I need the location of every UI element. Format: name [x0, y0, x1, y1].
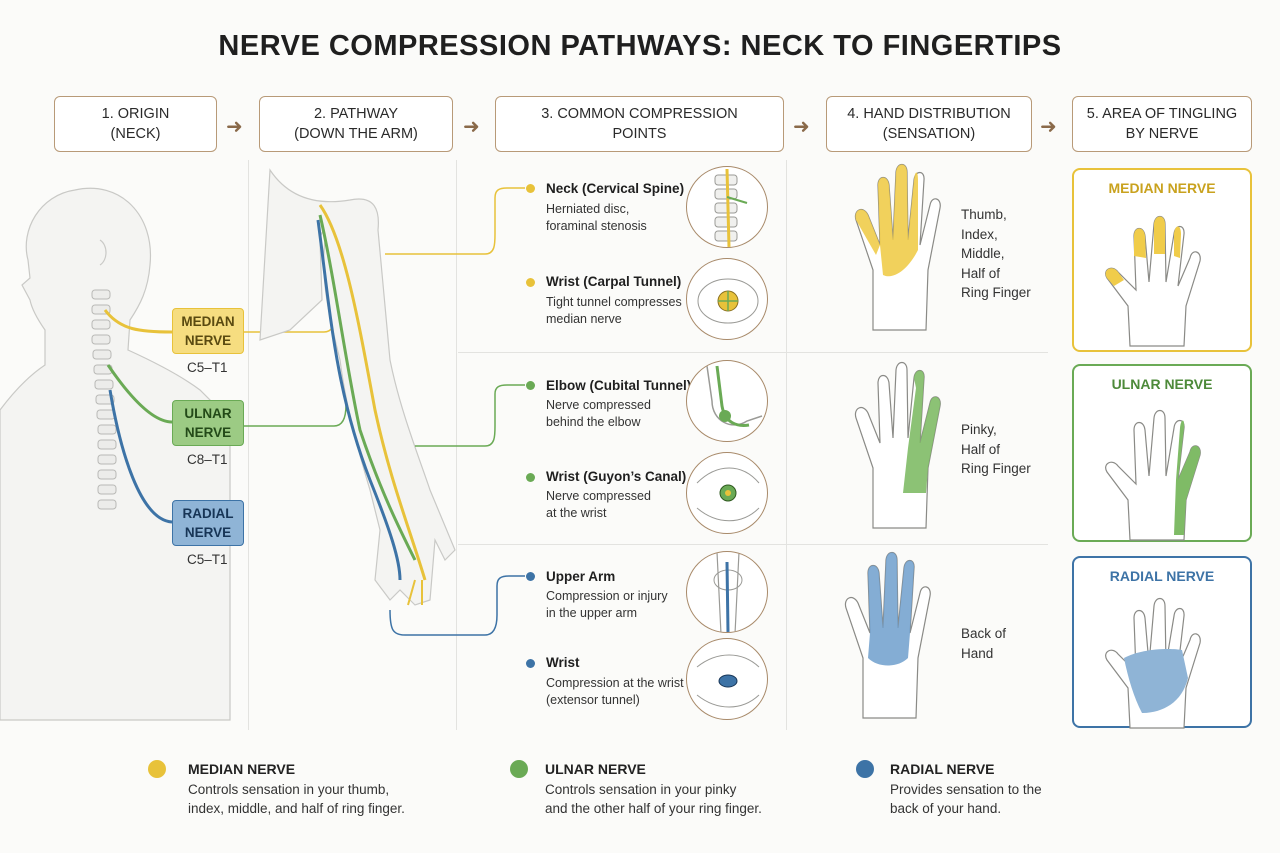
column-divider: [456, 160, 457, 730]
step-tingling: 5. AREA OF TINGLING BY NERVE: [1072, 96, 1252, 152]
radial-card-title: RADIAL NERVE: [1109, 568, 1215, 584]
radial-distribution-hand: [844, 551, 931, 719]
median-nerve-label: MEDIAN NERVE: [172, 308, 244, 354]
cubital-tunnel-zoom: [686, 360, 768, 442]
radial-dot: [526, 659, 535, 668]
median-dot: [526, 184, 535, 193]
cp-upper-arm-title: Upper Arm: [546, 569, 616, 584]
arrow-icon: ➜: [793, 116, 810, 138]
ulnar-dot: [526, 381, 535, 390]
radial-root: C5–T1: [187, 552, 228, 567]
column-divider: [786, 160, 787, 730]
median-card-title: MEDIAN NERVE: [1108, 180, 1216, 196]
ulnar-tingling-hand: [1105, 409, 1201, 541]
head-neck-illustration: [0, 187, 231, 721]
step-compression: 3. COMMON COMPRESSION POINTS: [495, 96, 784, 152]
arrow-icon: ➜: [1040, 116, 1057, 138]
cp-upper-arm-desc: Compression or injury in the upper arm: [546, 589, 668, 620]
cp-elbow-title: Elbow (Cubital Tunnel): [546, 378, 692, 393]
row-divider: [458, 352, 1048, 353]
arrow-icon: ➜: [463, 116, 480, 138]
cp-carpal-desc: Tight tunnel compresses median nerve: [546, 295, 682, 326]
carpal-tunnel-zoom: [686, 258, 768, 340]
page-title: NERVE COMPRESSION PATHWAYS: NECK TO FING…: [218, 30, 1062, 62]
row-divider: [458, 544, 1048, 545]
ulnar-distribution-hand: [854, 361, 941, 529]
radial-nerve-label: RADIAL NERVE: [172, 500, 244, 546]
median-legend-desc: Controls sensation in your thumb, index,…: [188, 782, 405, 816]
arm-pathway-illustration: [259, 168, 456, 606]
ulnar-nerve-label: ULNAR NERVE: [172, 400, 244, 446]
cp-carpal-title: Wrist (Carpal Tunnel): [546, 274, 682, 289]
radial-legend-dot: [856, 760, 874, 778]
median-distribution-text: Thumb, Index, Middle, Half of Ring Finge…: [961, 207, 1031, 300]
radial-tingling-hand: [1105, 597, 1201, 729]
median-root: C5–T1: [187, 360, 228, 375]
step-pathway: 2. PATHWAY (DOWN THE ARM): [259, 96, 453, 152]
upper-arm-zoom: [686, 551, 768, 633]
cp-radial-wrist-title: Wrist: [546, 655, 580, 670]
median-dot: [526, 278, 535, 287]
ulnar-distribution-text: Pinky, Half of Ring Finger: [961, 422, 1031, 476]
median-tingling-hand: [1105, 215, 1201, 347]
radial-tingling-card: RADIAL NERVE: [1072, 556, 1252, 729]
ulnar-root: C8–T1: [187, 452, 228, 467]
radial-distribution-text: Back of Hand: [961, 626, 1007, 661]
step-origin: 1. ORIGIN (NECK): [54, 96, 217, 152]
radial-legend-title: RADIAL NERVE: [890, 761, 995, 777]
radial-legend-desc: Provides sensation to the back of your h…: [890, 782, 1042, 816]
cp-elbow-desc: Nerve compressed behind the elbow: [546, 398, 651, 429]
median-legend-dot: [148, 760, 166, 778]
ulnar-legend-dot: [510, 760, 528, 778]
pathway-connectors: [385, 187, 525, 636]
arrow-icon: ➜: [226, 116, 243, 138]
cp-guyon-title: Wrist (Guyon’s Canal): [546, 469, 687, 484]
ulnar-legend-desc: Controls sensation in your pinky and the…: [545, 782, 762, 816]
median-tingling-card: MEDIAN NERVE: [1072, 168, 1252, 352]
extensor-tunnel-zoom: [686, 638, 768, 720]
ulnar-dot: [526, 473, 535, 482]
median-distribution-hand: [854, 163, 941, 331]
ulnar-legend-title: ULNAR NERVE: [545, 761, 646, 777]
cp-neck-desc: Herniated disc, foraminal stenosis: [546, 202, 647, 233]
column-divider: [248, 160, 249, 730]
cp-guyon-desc: Nerve compressed at the wrist: [546, 489, 651, 520]
radial-dot: [526, 572, 535, 581]
step-distribution: 4. HAND DISTRIBUTION (SENSATION): [826, 96, 1032, 152]
ulnar-card-title: ULNAR NERVE: [1111, 376, 1213, 392]
cp-radial-wrist-desc: Compression at the wrist (extensor tunne…: [546, 676, 684, 707]
cp-neck-title: Neck (Cervical Spine): [546, 181, 685, 196]
cervical-spine-zoom: [686, 166, 768, 248]
ulnar-tingling-card: ULNAR NERVE: [1072, 364, 1252, 542]
median-legend-title: MEDIAN NERVE: [188, 761, 296, 777]
guyons-canal-zoom: [686, 452, 768, 534]
